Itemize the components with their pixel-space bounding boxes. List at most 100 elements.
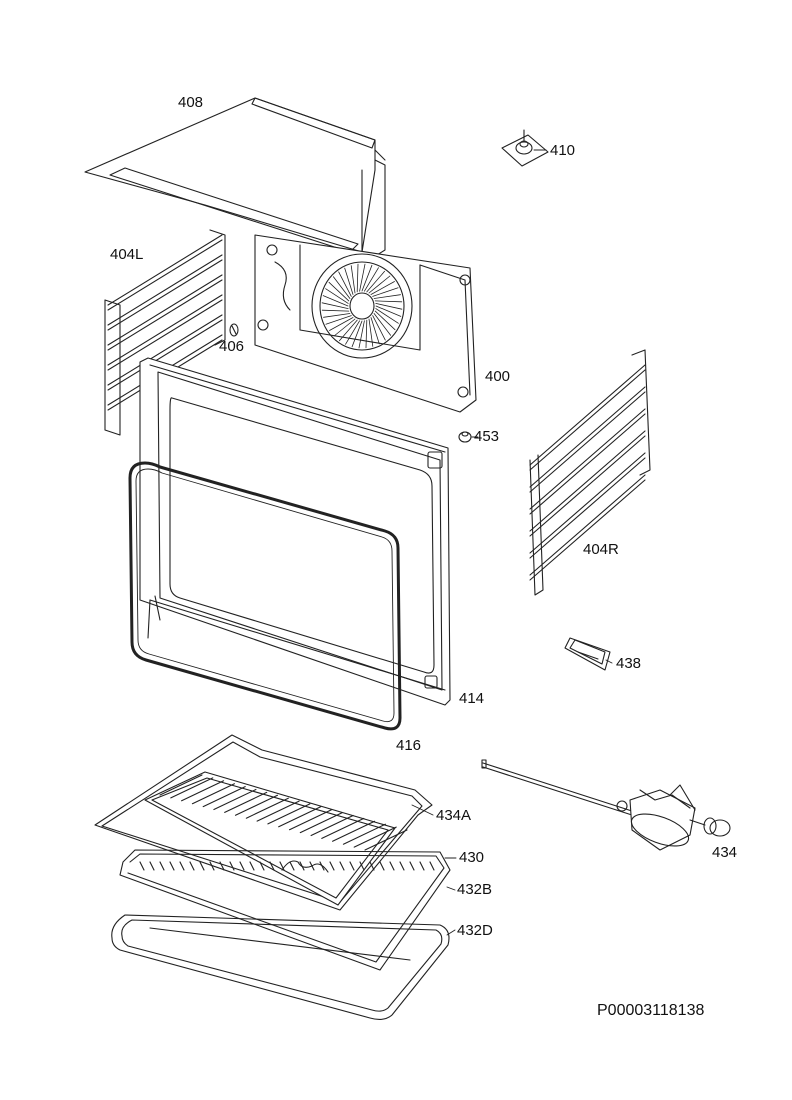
part-404R-right-rack	[529, 349, 651, 596]
rack-right-rung	[529, 391, 646, 493]
label-406: 406	[219, 338, 245, 355]
part-414-cavity-frame	[139, 357, 451, 706]
label-430: 430	[459, 849, 485, 866]
rack-right-rung	[529, 452, 646, 554]
fan-blade	[358, 320, 365, 349]
label-404L: 404L	[110, 246, 144, 263]
rack-right-rung	[529, 435, 646, 537]
part-410-motor-bracket	[501, 129, 549, 167]
part-453-lamp-holder	[458, 431, 472, 443]
grid-bar	[299, 812, 343, 834]
rack-right-rung	[529, 474, 646, 576]
fan-blade	[344, 267, 354, 295]
tray-rib	[289, 861, 295, 871]
label-432D: 432D	[457, 922, 493, 939]
rack-right-rung	[529, 386, 646, 488]
rack-left-rung	[107, 234, 223, 306]
tray-rib	[249, 861, 255, 871]
grid-bar	[159, 774, 203, 796]
fan-blade	[374, 300, 403, 303]
part-438-latch	[564, 637, 611, 671]
fan-blade	[329, 317, 354, 331]
fan-blade	[366, 270, 386, 293]
tray-rib	[299, 861, 305, 871]
fan-blade	[333, 318, 356, 337]
fan-blade	[372, 287, 399, 297]
fan-blade	[338, 319, 358, 342]
leader-lines	[411, 149, 613, 936]
rack-left-rung	[107, 314, 223, 386]
grid-bar	[278, 806, 322, 828]
fan-blade	[345, 320, 361, 345]
tray-rib	[349, 861, 355, 871]
grid-bar	[256, 800, 300, 822]
fan-blade	[323, 313, 351, 318]
label-434: 434	[712, 844, 738, 861]
grid-bar	[342, 823, 386, 845]
part-408-top-cover	[84, 97, 386, 259]
grid-bar	[202, 786, 246, 808]
fan-blade	[370, 281, 395, 295]
rack-right-rung	[529, 413, 646, 515]
fan-blade	[359, 263, 366, 292]
grid-bar	[181, 780, 225, 802]
label-400: 400	[485, 368, 511, 385]
fan-blade	[332, 276, 351, 299]
fan-blade	[375, 302, 403, 310]
tray-rib	[419, 861, 425, 871]
tray-rib	[409, 861, 415, 871]
part-432D-pan	[111, 914, 450, 1021]
grid-bar	[288, 809, 333, 831]
fan-blade	[363, 267, 379, 292]
fan-blade	[338, 271, 352, 297]
grid-bar	[267, 803, 311, 825]
fan-blade	[361, 264, 373, 292]
label-453: 453	[474, 428, 500, 445]
tray-rib	[329, 861, 335, 871]
label-416: 416	[396, 737, 422, 754]
fan-blade	[375, 305, 402, 317]
tray-rib	[389, 861, 395, 871]
tray-rib	[199, 861, 205, 871]
grid-bar	[310, 814, 354, 837]
fan-blade	[365, 319, 368, 349]
fan-blade	[350, 265, 356, 294]
tray-rib	[319, 861, 325, 871]
label-432B: 432B	[457, 881, 493, 898]
tray-rib	[219, 861, 225, 871]
tray-rib	[179, 861, 185, 871]
document-id: P00003118138	[597, 1002, 705, 1019]
part-400-rear-panel	[254, 234, 477, 413]
grid-bar	[364, 829, 408, 851]
tray-rib	[279, 861, 285, 871]
fan-blades	[321, 263, 403, 349]
label-414: 414	[459, 690, 485, 707]
tray-rib	[189, 861, 195, 871]
grid-bar	[234, 794, 279, 816]
grid-bar	[332, 820, 376, 842]
tray-rib	[429, 861, 435, 871]
tray-rib	[339, 861, 345, 871]
fan-blade	[325, 288, 349, 304]
rack-right-rung	[529, 479, 646, 581]
tray-rib	[139, 861, 145, 871]
rack-left-rung	[107, 239, 223, 311]
fan-blade	[322, 295, 349, 307]
part-404L-left-rack	[104, 229, 226, 436]
fan-blade	[356, 263, 359, 293]
fan-blade	[321, 309, 350, 312]
fan-blade	[328, 281, 350, 302]
tray-rib	[229, 861, 235, 871]
fan-blade	[373, 313, 392, 336]
rack-left-rung	[107, 299, 223, 371]
rack-left-rung	[107, 254, 223, 326]
grid-bar	[170, 777, 214, 799]
tray-rib	[359, 861, 365, 871]
fan-blade	[351, 320, 363, 348]
grid-bar	[191, 783, 235, 805]
fan-blade	[370, 317, 380, 345]
rack-left-rung	[107, 279, 223, 351]
fan-blade	[368, 318, 374, 347]
rack-left-rung	[107, 259, 223, 331]
